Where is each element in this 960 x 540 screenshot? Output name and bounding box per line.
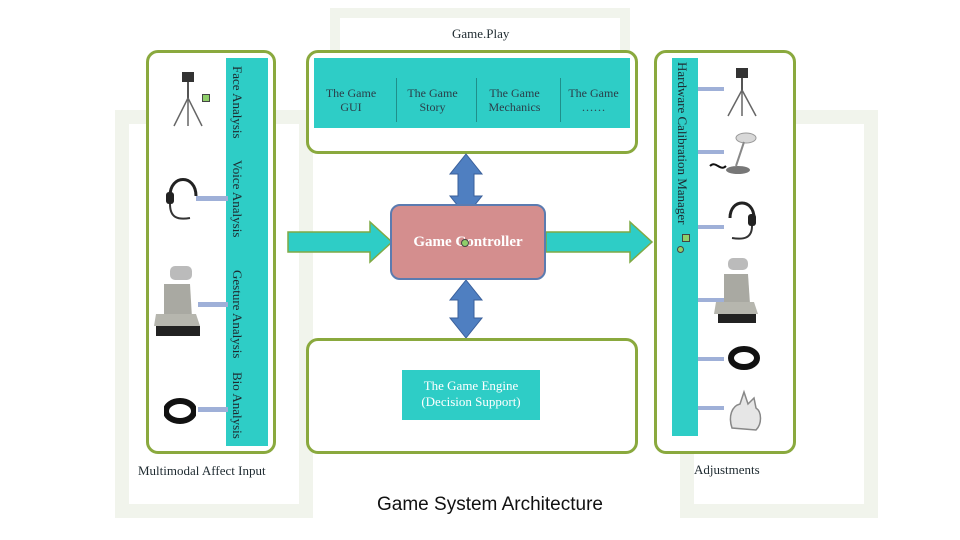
right-arrow-4 <box>698 298 724 302</box>
game-mechanics-line2: Mechanics <box>488 100 541 114</box>
header-title: Game.Play <box>452 26 510 41</box>
tripod-camera-icon <box>173 72 203 127</box>
left-teal-strip <box>226 58 268 446</box>
controller-handle-dot <box>461 239 469 247</box>
engine-box[interactable] <box>402 370 540 420</box>
wristband-icon <box>164 398 196 424</box>
controller-hardware-arrow <box>545 220 654 264</box>
right-teal-strip <box>672 58 698 436</box>
game-gui-box[interactable]: The Game GUI <box>318 78 384 122</box>
game-gui-line2: GUI <box>340 100 362 114</box>
game-more-box[interactable]: The Game …… <box>560 78 626 122</box>
multimodal-caption: Multimodal Affect Input <box>138 463 266 478</box>
game-gui-line1: The Game <box>325 86 377 100</box>
right-arrow-2 <box>698 150 724 154</box>
headset-icon <box>728 201 756 240</box>
adjustments-caption: Adjustments <box>694 462 760 477</box>
voice-analysis-label: Voice Analysis <box>230 160 245 238</box>
game-mechanics-box[interactable]: The Game Mechanics <box>476 78 552 122</box>
game-mechanics-line1: The Game <box>489 86 540 100</box>
wristband-icon <box>728 346 760 370</box>
right-arrow-1 <box>698 87 724 91</box>
game-story-line2: Story <box>419 100 446 114</box>
engine-line1: The Game Engine <box>423 378 519 393</box>
hardware-handle-dot-2 <box>677 246 684 253</box>
game-story-line1: The Game <box>407 86 458 100</box>
right-arrow-3 <box>698 225 724 229</box>
hardware-handle-dot-1 <box>682 234 690 242</box>
hardware-calibration-label: Hardware Calibration Manager <box>675 62 690 225</box>
right-arrow-6 <box>698 406 724 410</box>
game-more-line1: The Game <box>568 86 619 100</box>
bio-input-arrow <box>198 407 228 412</box>
controller-engine-arrow <box>448 279 484 339</box>
headset-icon <box>166 178 198 220</box>
voice-input-arrow <box>196 196 228 201</box>
car-seat-icon <box>714 258 758 323</box>
face-analysis-label: Face Analysis <box>230 66 245 139</box>
tripod-camera-icon <box>727 68 757 117</box>
desk-lamp-icon <box>709 132 757 174</box>
face-connector-dot <box>202 94 210 102</box>
input-controller-arrow <box>287 220 394 264</box>
engine-text: The Game Engine (Decision Support) <box>402 378 540 410</box>
game-story-box[interactable]: The Game Story <box>396 78 468 122</box>
hand-glove-icon <box>729 389 762 431</box>
diagram-title: Game System Architecture <box>377 494 603 515</box>
gesture-input-arrow <box>198 302 228 307</box>
car-seat-icon <box>154 266 200 336</box>
engine-line2: (Decision Support) <box>421 394 521 409</box>
right-arrow-5 <box>698 357 724 361</box>
game-more-line2: …… <box>581 100 606 114</box>
bio-analysis-label: Bio Analysis <box>230 372 245 439</box>
